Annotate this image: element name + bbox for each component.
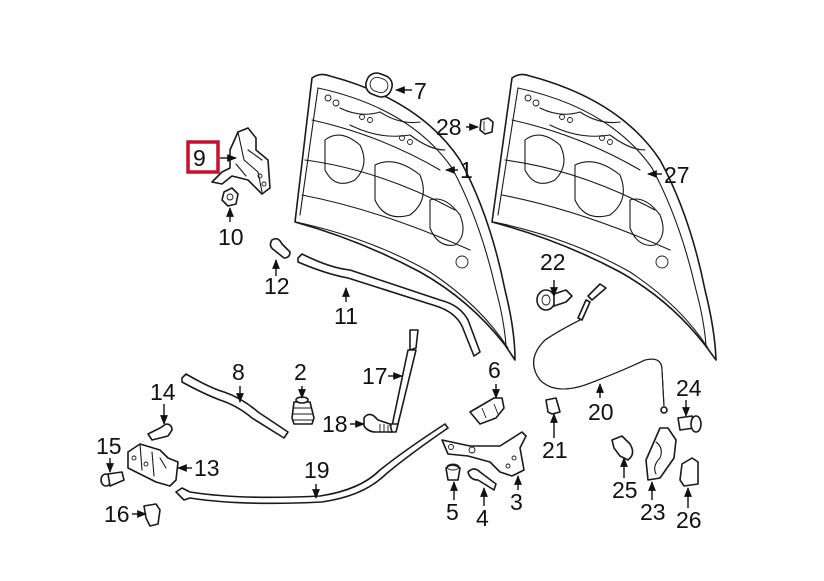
release-handle[interactable] [645,427,677,481]
latch-bolt[interactable] [147,423,173,441]
seal-strip[interactable] [297,253,481,357]
callout-2[interactable]: 2 [294,359,307,385]
callout-14[interactable]: 14 [150,379,176,405]
retainer-clip[interactable] [269,237,291,259]
callout-18[interactable]: 18 [322,411,348,437]
callout-28[interactable]: 28 [436,114,462,140]
callout-20[interactable]: 20 [588,399,614,425]
handle-cap[interactable] [679,457,699,487]
callout-12[interactable]: 12 [264,273,290,299]
callout-6[interactable]: 6 [488,357,501,383]
callout-23[interactable]: 23 [640,499,666,525]
callout-1[interactable]: 1 [460,157,473,183]
seal-strip-lower[interactable] [181,373,289,439]
latch-screw[interactable] [100,471,125,487]
leader-lines [106,86,692,518]
callout-9[interactable]: 9 [193,145,206,171]
hood-panel-left[interactable] [294,73,516,361]
hinge-bolt[interactable] [467,468,497,491]
callout-8[interactable]: 8 [232,359,245,385]
callout-25[interactable]: 25 [612,477,638,503]
release-cable-front[interactable] [175,423,449,505]
callout-22[interactable]: 22 [540,249,566,275]
callout-13[interactable]: 13 [194,455,220,481]
support-strut[interactable] [389,329,419,433]
callout-21[interactable]: 21 [542,437,568,463]
callout-26[interactable]: 26 [676,507,702,533]
release-cable-rear[interactable] [533,283,668,414]
callout-labels: 9 10 7 28 1 27 12 11 22 8 2 17 6 14 18 2… [96,78,702,533]
callout-10[interactable]: 10 [218,224,244,250]
hood-panel-right[interactable] [491,73,717,361]
striker-nut[interactable] [221,187,239,207]
callout-27[interactable]: 27 [664,162,690,188]
insulator-plug[interactable] [363,70,395,100]
callout-15[interactable]: 15 [96,433,122,459]
cable-clip[interactable] [545,397,561,415]
highlight-box [186,140,220,174]
callout-17[interactable]: 17 [362,363,388,389]
callout-4[interactable]: 4 [476,505,489,531]
hinge-nut[interactable] [445,463,461,481]
callout-16[interactable]: 16 [104,501,130,527]
handle-retainer[interactable] [611,435,634,461]
hinge-cover[interactable] [469,397,505,425]
hinge[interactable] [441,431,527,477]
callout-19[interactable]: 19 [304,457,330,483]
callout-5[interactable]: 5 [446,499,459,525]
handle-screw[interactable] [677,415,702,433]
callout-3[interactable]: 3 [510,489,523,515]
latch-striker[interactable] [211,127,271,195]
hood-bumper[interactable] [291,396,315,425]
hood-latch[interactable] [127,443,179,487]
callout-11[interactable]: 11 [334,303,358,329]
callout-24[interactable]: 24 [676,375,702,401]
callout-7[interactable]: 7 [414,78,427,104]
strut-stud[interactable] [363,413,393,433]
latch-cover[interactable] [143,503,161,527]
bumper-clip[interactable] [479,117,494,135]
